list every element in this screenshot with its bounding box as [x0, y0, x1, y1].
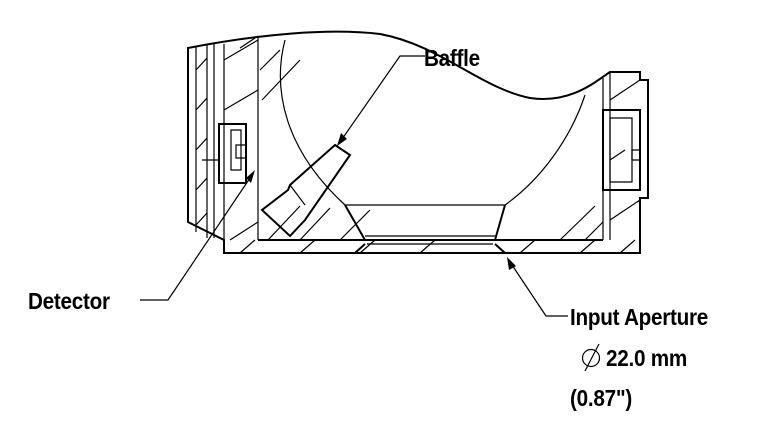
wall-hatching [195, 35, 641, 254]
input-aperture-opening [344, 204, 506, 254]
aperture-diameter-label: 22.0 mm [606, 345, 687, 371]
detector-label: Detector [28, 288, 110, 314]
aperture-leader [507, 257, 568, 317]
aperture-inches-label: (0.87") [570, 385, 633, 411]
baffle-part [260, 143, 352, 238]
diameter-symbol-icon [581, 343, 601, 372]
sphere-cavity [279, 39, 586, 206]
right-side-component [602, 109, 641, 191]
housing-outline [187, 30, 649, 254]
input-aperture-label: Input Aperture [570, 304, 709, 330]
detector-leader [140, 170, 255, 301]
baffle-label: Baffle [424, 45, 480, 71]
baffle-leader [337, 55, 425, 146]
